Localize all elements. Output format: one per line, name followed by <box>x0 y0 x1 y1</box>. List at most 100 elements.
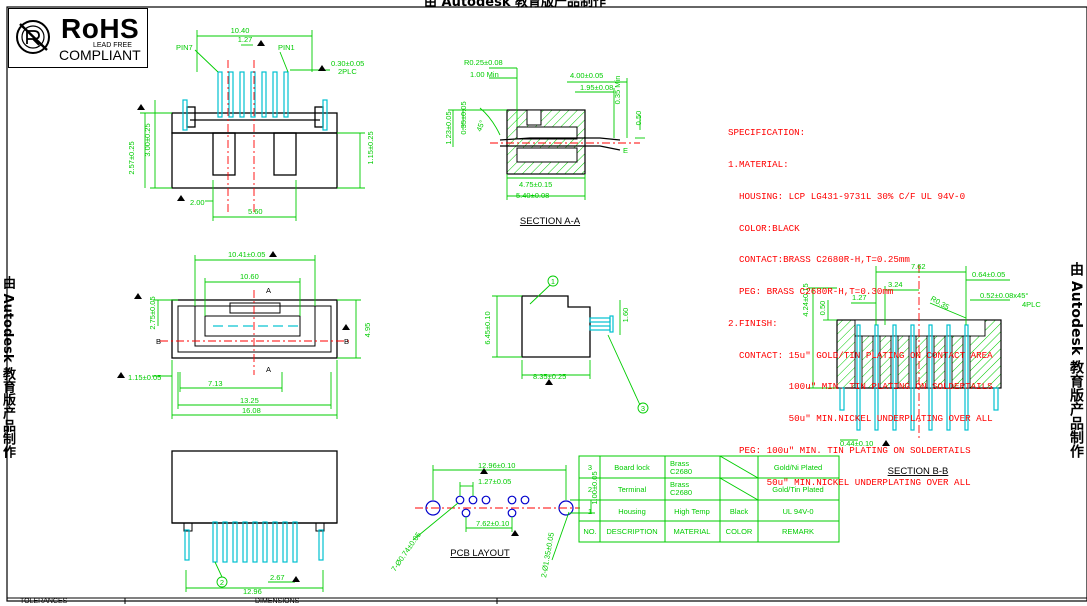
section-marker-b-right: B <box>344 337 349 346</box>
dim-aa-123: 1.23±0.05 <box>444 111 453 144</box>
dim-bb-324: 3.24 <box>888 280 903 289</box>
bom-cell-material-1b: C2680 <box>670 488 692 497</box>
dim-bottom-1296: 12.96 <box>243 587 262 596</box>
dim-bb-762: 7.62 <box>911 262 926 271</box>
side-view: 1 6.45±0.10 1.60 8.35±0.25 3 <box>483 275 649 414</box>
dim-pcb-100: 1.00±0.05 <box>590 471 599 504</box>
bom-cell: 3 <box>588 463 592 472</box>
spec-line: PEG: 100u" MIN. TIN PLATING ON SOLDERTAI… <box>728 445 971 456</box>
spec-line: 2.FINISH: <box>728 317 778 329</box>
spec-line: 100u" MIN. TIN PLATING ON SOLDERTAILS <box>728 381 993 393</box>
dim-top-peg: 5.60 <box>248 207 263 216</box>
dim-bottom-267: 2.67 <box>270 573 285 582</box>
bom-cell: Gold/Ni Plated <box>774 463 822 472</box>
rohs-badge: RoHS LEAD FREE COMPLIANT <box>8 8 148 68</box>
dim-top-2mm: 2.00 <box>190 198 205 207</box>
bom-cell-material-1a: Brass <box>670 480 689 489</box>
spec-line: SPECIFICATION: <box>728 127 806 139</box>
dim-aa-195: 1.95±0.08 <box>580 83 613 92</box>
section-aa-title: SECTION A-A <box>520 216 581 227</box>
bom-cell: 1 <box>588 507 592 516</box>
spec-line: CONTACT: 15u" GOLD/TIN PLATING ON CONTAC… <box>728 349 993 361</box>
bom-table <box>578 455 840 543</box>
dim-aa-035min: 0.35 Min <box>613 76 622 105</box>
dim-front-1325: 13.25 <box>240 396 259 405</box>
dim-top-h1: 2.57±0.25 <box>127 141 136 174</box>
spec-line: COLOR:BLACK <box>728 222 800 234</box>
bom-header: NO. <box>583 527 596 536</box>
rohs-subtitle: LEAD FREE <box>93 42 132 49</box>
dim-aa-540: 5.40±0.08 <box>516 191 549 200</box>
footer-tolerances: TOLERANCES <box>20 598 68 605</box>
dim-front-1041: 10.41±0.05 <box>228 250 265 259</box>
dim-bb-424: 4.24±0.15 <box>801 283 810 316</box>
dim-side-160: 1.60 <box>621 308 630 323</box>
dim-bb-044: 0.44±0.10 <box>840 439 873 448</box>
dim-top-width: 10.40 <box>231 26 250 35</box>
dim-bb-chamfer: 0.52±0.08x45° <box>980 291 1028 300</box>
dim-front-275: 2.75±0.05 <box>148 296 157 329</box>
right-watermark: 由 Autodesk 教育版产品制作 <box>1068 262 1084 459</box>
dim-aa-475: 4.75±0.15 <box>519 180 552 189</box>
dim-top-pitch: 1.27 <box>238 35 253 44</box>
section-marker-a-top: A <box>266 286 271 295</box>
section-marker-b-left: B <box>156 337 161 346</box>
spec-line: CONTACT:BRASS C2680R-H,T=0.25mm <box>728 254 910 266</box>
footer-dimensions: DIMENSIONS <box>255 598 300 605</box>
balloon-1: 1 <box>551 277 555 286</box>
rohs-logo-icon <box>16 20 50 54</box>
specification-notes: SPECIFICATION: 1.MATERIAL: HOUSING: LCP … <box>728 107 993 510</box>
top-watermark: 由 Autodesk 教育版产品制作 <box>424 0 607 10</box>
dim-front-1608: 16.08 <box>242 406 261 415</box>
section-bb-title: SECTION B-B <box>888 466 949 477</box>
dim-front-713: 7.13 <box>208 379 223 388</box>
dim-side-835: 8.35±0.25 <box>533 372 566 381</box>
dim-bb-4plc: 4PLC <box>1022 300 1041 309</box>
dim-side-645: 6.45±0.10 <box>483 311 492 344</box>
bom-cell: Terminal <box>618 485 647 494</box>
dim-top-2plc: 2PLC <box>338 67 357 76</box>
dim-pcb-1296: 12.96±0.10 <box>478 461 515 470</box>
rohs-title: RoHS <box>61 13 140 44</box>
dim-aa-min: 1.00 Min <box>470 70 499 79</box>
dim-aa-4mm: 4.00±0.05 <box>570 71 603 80</box>
section-bb: 7.62 0.64±0.05 1.27 3.24 R0.35 0.52±0.08… <box>801 262 1041 477</box>
bom-header: REMARK <box>782 527 814 536</box>
bom-cell-material-0b: C2680 <box>670 467 692 476</box>
dim-bb-127: 1.27 <box>852 293 867 302</box>
section-aa: R0.25±0.08 1.00 Min 4.00±0.05 1.95±0.08 … <box>444 58 645 227</box>
dim-top-h3: 1.15±0.25 <box>366 131 375 164</box>
bom-header: MATERIAL <box>674 527 711 536</box>
dim-pcb-127: 1.27±0.05 <box>478 477 511 486</box>
dim-aa-050: 0.50 <box>634 111 643 126</box>
bom-cell: High Temp <box>674 507 710 516</box>
bom-cell: 2 <box>588 485 592 494</box>
dim-top-h2: 3.00±0.25 <box>143 123 152 156</box>
rohs-compliant: COMPLIANT <box>59 47 141 63</box>
spec-line: 1.MATERIAL: <box>728 158 789 170</box>
dim-front-495: 4.95 <box>363 323 372 338</box>
dim-pcb-holes-small: 7-Ø0.74±0.05 <box>389 530 423 573</box>
label-pin1: PIN1 <box>278 43 295 52</box>
spec-line: PEG: BRASS C2680R-H,T=0.30mm <box>728 286 894 298</box>
dim-bb-064: 0.64±0.05 <box>972 270 1005 279</box>
bom-header: COLOR <box>726 527 753 536</box>
bottom-view: 2 2.67 12.96 <box>171 450 338 596</box>
spec-line: 50u" MIN.NICKEL UNDERPLATING OVER ALL <box>728 413 993 425</box>
bom-cell: Housing <box>618 507 646 516</box>
top-view: 10.40 1.27 PIN7 PIN1 0.30±0.05 2PLC 2.57… <box>127 26 375 221</box>
balloon-2: 2 <box>220 578 224 587</box>
pcb-layout: 12.96±0.10 1.27±0.05 7.62±0.10 1.00±0.05… <box>389 461 599 578</box>
front-view: 10.41±0.05 10.60 2.75±0.05 4.95 1.15±0.0… <box>117 250 372 419</box>
bom-text: 3 Board lock Brass C2680 Gold/Ni Plated … <box>583 459 823 536</box>
pcb-layout-title: PCB LAYOUT <box>450 548 510 559</box>
spec-line: HOUSING: LCP LG431-9731L 30% C/F UL 94V-… <box>728 190 966 202</box>
bom-cell: Board lock <box>614 463 650 472</box>
section-marker-a-bottom: A <box>266 365 271 374</box>
balloon-3: 3 <box>641 404 645 413</box>
title-block <box>7 597 1087 604</box>
bom-cell-material-0a: Brass <box>670 459 689 468</box>
dim-front-115: 1.15±0.05 <box>128 373 161 382</box>
